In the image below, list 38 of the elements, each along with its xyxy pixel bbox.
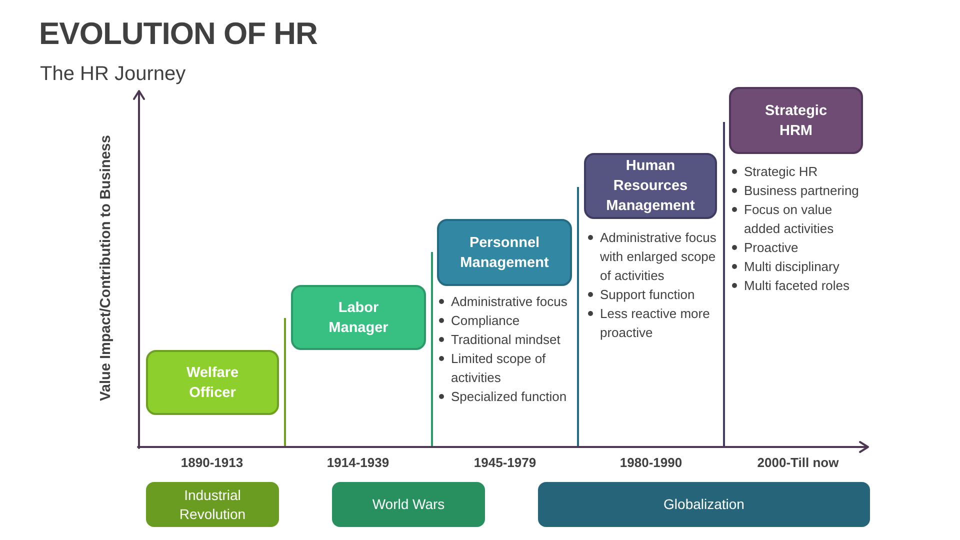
bullet-text: Less reactive more proactive <box>600 305 711 342</box>
bullet-text: Multi faceted roles <box>744 277 850 295</box>
year-label: 1945-1979 <box>474 455 536 471</box>
bullet-text: Specialized function <box>451 388 568 406</box>
bullet-text: Compliance <box>451 312 521 330</box>
bullet-text: Business partnering <box>744 182 860 200</box>
era-band <box>146 482 279 527</box>
title: EVOLUTION OF HR <box>39 15 318 53</box>
era-label: World Wars <box>372 495 445 514</box>
stage-box <box>729 87 863 154</box>
year-label: 2000-Till now <box>757 455 839 471</box>
bullet-text: Administrative focus <box>451 293 568 311</box>
subtitle: The HR Journey <box>40 62 186 86</box>
stage-box <box>437 219 572 286</box>
stage-title: Personnel Management <box>459 234 550 272</box>
bullet-text: Support function <box>600 286 696 304</box>
year-label: 1890-1913 <box>180 455 244 471</box>
bullet-text: Focus on value added activities <box>744 201 835 238</box>
bullet-text: Administrative focus with enlarged scope of activities <box>600 229 718 285</box>
bullet-text: Limited scope of activities <box>451 350 547 387</box>
bullet-text: Traditional mindset <box>451 331 562 349</box>
era-band <box>538 482 870 527</box>
stage-title: Human Resources Management <box>605 157 696 216</box>
stage-box <box>584 153 717 219</box>
year-label: 1980-1990 <box>620 455 682 471</box>
stage-title: Strategic HRM <box>764 102 828 140</box>
stage-box <box>291 285 426 350</box>
era-label: Globalization <box>664 495 744 514</box>
bullet-text: Proactive <box>744 239 800 257</box>
year-label: 1914-1939 <box>326 455 390 471</box>
era-label: Industrial Revolution <box>178 486 247 524</box>
stage-title: Labor Manager <box>328 298 390 338</box>
stage-box <box>146 350 279 415</box>
bullet-text: Multi disciplinary <box>744 258 840 276</box>
axis-title: Value Impact/Contribution to Business <box>97 135 115 401</box>
bullet-text: Strategic HR <box>744 163 819 181</box>
stage-title: Welfare Officer <box>185 364 240 402</box>
era-band <box>332 482 485 527</box>
